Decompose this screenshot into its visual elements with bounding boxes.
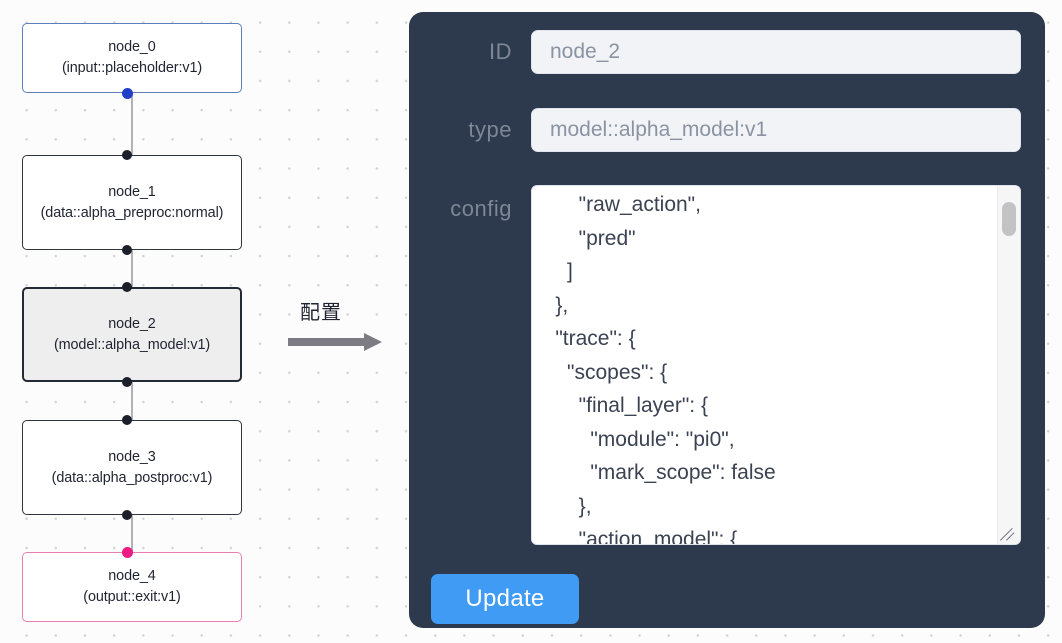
config-scrollbar[interactable] <box>997 186 1020 544</box>
type-field-input[interactable]: model::alpha_model:v1 <box>531 108 1021 152</box>
node-config-panel: ID node_2 type model::alpha_model:v1 con… <box>409 12 1045 628</box>
field-row-type: type model::alpha_model:v1 <box>409 108 1045 152</box>
flow-node-node_3[interactable]: node_3 (data::alpha_postproc:v1) <box>22 420 242 515</box>
node-handle-target-node_2[interactable] <box>122 282 132 292</box>
edge-node1-node2 <box>131 245 133 292</box>
edge-node2-node3 <box>131 377 133 425</box>
node-handle-source-node_1[interactable] <box>122 245 132 255</box>
node-handle-source-node_0[interactable] <box>121 88 133 99</box>
flow-node-node_1[interactable]: node_1 (data::alpha_preproc:normal) <box>22 155 242 250</box>
type-field-label: type <box>468 117 512 142</box>
flow-node-title: node_4 <box>108 568 156 584</box>
field-row-config: config "raw_action", "pred" ] }, "trace"… <box>409 185 1045 545</box>
node-handle-target-node_4[interactable] <box>121 546 133 558</box>
config-field-label: config <box>450 196 512 221</box>
flow-node-subtitle: (model::alpha_model:v1) <box>53 336 211 353</box>
transition-label: 配置 <box>300 302 342 324</box>
flow-node-node_0[interactable]: node_0 (input::placeholder:v1) <box>22 23 242 93</box>
flow-node-title: node_1 <box>108 183 156 200</box>
config-textarea[interactable]: "raw_action", "pred" ] }, "trace": { "sc… <box>531 185 1021 545</box>
flow-node-node_4[interactable]: node_4 (output::exit:v1) <box>22 552 242 622</box>
flow-node-subtitle: (output::exit:v1) <box>83 589 181 605</box>
flow-node-title: node_2 <box>108 315 156 332</box>
resize-grip-icon[interactable] <box>999 523 1019 543</box>
flow-node-subtitle: (input::placeholder:v1) <box>61 60 203 76</box>
transition-annotation: 配置 <box>288 296 398 351</box>
id-field-label: ID <box>489 39 512 64</box>
flow-node-title: node_3 <box>108 448 156 465</box>
update-button[interactable]: Update <box>431 574 579 624</box>
node-handle-target-node_3[interactable] <box>122 415 132 425</box>
arrow-right-icon <box>288 333 398 351</box>
flow-node-title: node_0 <box>108 39 156 55</box>
field-row-id: ID node_2 <box>409 30 1045 74</box>
edge-node3-node4 <box>131 510 133 557</box>
config-textarea-wrap: "raw_action", "pred" ] }, "trace": { "sc… <box>531 185 1021 545</box>
flow-node-subtitle: (data::alpha_postproc:v1) <box>51 469 213 486</box>
node-handle-source-node_2[interactable] <box>122 377 132 387</box>
config-scrollbar-thumb[interactable] <box>1002 202 1016 236</box>
id-field-input[interactable]: node_2 <box>531 30 1021 74</box>
edge-node0-node1 <box>131 88 133 160</box>
flow-node-subtitle: (data::alpha_preproc:normal) <box>40 204 224 221</box>
node-handle-source-node_3[interactable] <box>122 510 132 520</box>
node-handle-target-node_1[interactable] <box>122 150 132 160</box>
flow-node-node_2[interactable]: node_2 (model::alpha_model:v1) <box>22 287 242 382</box>
flow-graph-canvas[interactable]: node_0 (input::placeholder:v1) node_1 (d… <box>0 0 400 643</box>
